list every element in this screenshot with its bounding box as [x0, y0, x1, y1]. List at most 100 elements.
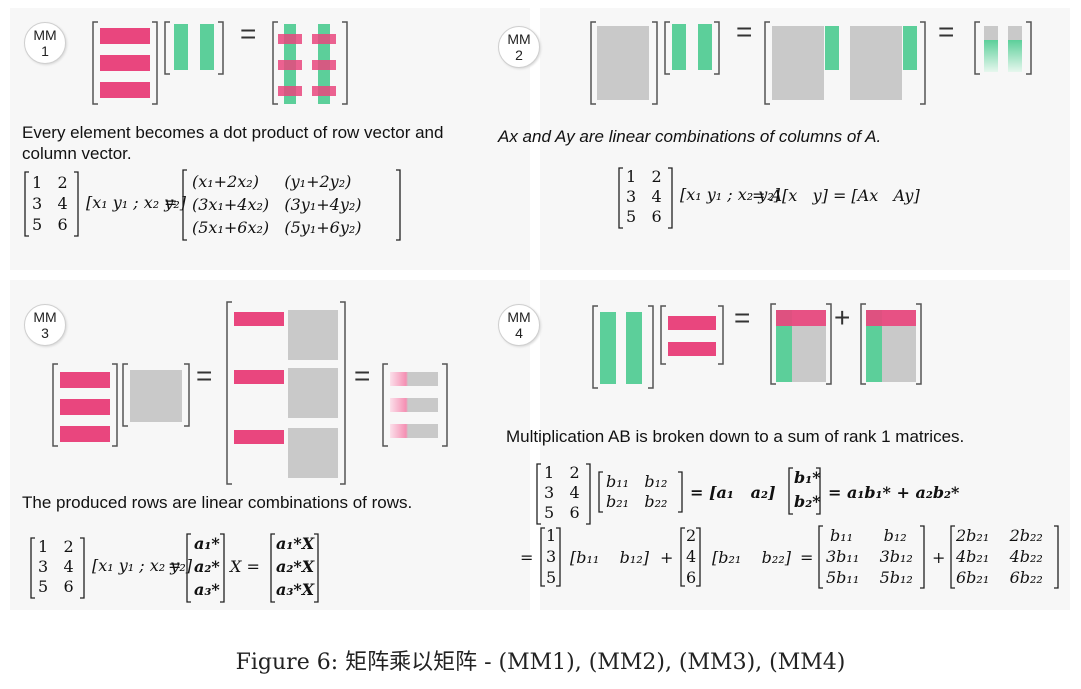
mm4-eq-b-row-1: b₁₁ b₁₂	[606, 472, 668, 491]
mm1-eq-a-row-2: 3 4	[32, 194, 68, 213]
badge-mm1-label: MM	[33, 27, 57, 43]
badge-mm2-number: 2	[515, 47, 523, 63]
mm3-eq-astarx-3: a₃*X	[276, 580, 315, 599]
mm2-col-x	[672, 24, 686, 70]
mm3-caption: The produced rows are linear combination…	[22, 493, 413, 512]
mm1-dot-row-4	[312, 60, 336, 70]
mm3-row-bar-3	[60, 426, 110, 442]
mm4-eq-col1-2: 3	[546, 547, 557, 566]
mm3-eq-a-row-3: 5 6	[38, 577, 74, 596]
mm3-eq-equals-1: =	[168, 556, 182, 575]
mm2-result-col-1	[984, 26, 998, 72]
badge-mm3-number: 3	[41, 325, 49, 341]
figure-caption: Figure 6: 矩阵乘以矩阵 - (MM1), (MM2), (MM3), …	[235, 650, 846, 675]
mm1-eq-equals: =	[164, 193, 178, 212]
mm1-bracket-a	[92, 21, 158, 105]
mm4-eq-line1-a: = [a₁ a₂]	[690, 483, 776, 502]
mm4-eq-col1-1: 1	[546, 526, 557, 545]
mm2-ax-x	[825, 26, 839, 70]
badge-mm4: MM 4	[498, 304, 540, 346]
mm4-eq-sum2-2: 4b₂₁ 4b₂₂	[956, 547, 1043, 566]
mm4-eq-equals-2: =	[520, 548, 534, 567]
mm3-prod-x-1	[288, 310, 338, 360]
mm3-eq-astar-3: a₃*	[194, 580, 220, 599]
mm3-row-bar-2	[60, 399, 110, 415]
mm4-eq-sum1-3: 5b₁₁ 5b₁₂	[826, 568, 913, 587]
mm2-eq-a-row-1: 1 2	[626, 167, 662, 186]
mm4-eq-line1-end: = a₁b₁* + a₂b₂*	[828, 483, 960, 502]
mm4-rank1-a-row	[776, 310, 826, 326]
mm4-bracket-d	[860, 303, 922, 385]
panel-mm3	[10, 280, 530, 610]
mm4-eq-a-row-2: 3 4	[544, 483, 580, 502]
mm2-bracket-b	[664, 21, 720, 75]
mm3-prod-x-3	[288, 428, 338, 478]
mm4-eq-bracket-bstar	[788, 467, 821, 515]
mm4-caption: Multiplication AB is broken down to a su…	[506, 427, 965, 446]
mm3-bracket-b	[122, 363, 190, 427]
mm3-result-row-3	[390, 424, 438, 438]
mm4-bracket-c	[770, 303, 832, 385]
mm1-equals: =	[240, 18, 257, 49]
mm4-rank1-b-row	[866, 310, 916, 326]
mm4-bracket-a	[592, 305, 654, 389]
badge-mm2-label: MM	[507, 31, 531, 47]
mm1-dot-row-1	[278, 34, 302, 44]
mm4-bracket-b	[660, 305, 724, 365]
mm3-equals-2: =	[354, 360, 371, 391]
mm2-eq-rest: = A[x y] = [Ax Ay]	[752, 186, 920, 205]
mm1-row-bar-2	[100, 55, 150, 71]
mm3-row-bar-1	[60, 372, 110, 388]
mm4-row-1	[668, 316, 716, 330]
mm1-row-bar-1	[100, 28, 150, 44]
badge-mm4-number: 4	[515, 325, 523, 341]
mm3-prod-row-2	[234, 370, 284, 384]
mm4-eq-bracket-sum2	[950, 525, 1059, 589]
mm3-prod-x-2	[288, 368, 338, 418]
mm1-eq-result-row-2: (3x₁+4x₂) (3y₁+4y₂)	[192, 195, 362, 214]
mm3-eq-astar-2: a₂*	[194, 557, 220, 576]
mm3-bracket-a	[52, 363, 118, 447]
mm3-eq-bracket-astarx	[270, 533, 319, 603]
mm1-col-bar-2	[200, 24, 214, 70]
mm3-eq-astar-1: a₁*	[194, 534, 220, 553]
mm4-col-2	[626, 312, 642, 384]
mm2-equals-1: =	[736, 16, 753, 47]
mm2-eq-a-row-3: 5 6	[626, 207, 662, 226]
mm3-bracket-c	[226, 301, 346, 485]
mm4-eq-row1: [b₁₁ b₁₂]	[570, 548, 649, 567]
mm1-eq-x-matrix: [x₁ y₁ ; x₂ y₂]	[86, 193, 186, 212]
mm4-equals-1: =	[734, 302, 751, 333]
mm3-result-row-2	[390, 398, 438, 412]
mm2-caption: Ax and Ay are linear combinations of col…	[498, 127, 882, 146]
mm3-eq-a-row-2: 3 4	[38, 557, 74, 576]
mm1-col-bar-1	[174, 24, 188, 70]
mm2-eq-bracket-a	[618, 167, 673, 229]
mm3-eq-bracket-astar	[186, 533, 225, 603]
mm4-eq-plus-2: +	[932, 548, 946, 567]
mm2-ax-a	[772, 26, 824, 100]
mm2-eq-x-matrix: [x₁ y₁ ; x₂ y₂]	[680, 185, 780, 204]
mm4-eq-sum1-1: b₁₁ b₁₂	[830, 526, 907, 545]
mm1-eq-a-row-3: 5 6	[32, 215, 68, 234]
mm1-caption: Every element becomes a dot product of r…	[22, 123, 444, 163]
badge-mm3: MM 3	[24, 304, 66, 346]
mm2-ay-y	[903, 26, 917, 70]
mm2-bracket-d	[974, 21, 1032, 75]
mm4-eq-bracket-sum1	[818, 525, 925, 589]
mm3-eq-x-matrix: [x₁ y₁ ; x₂ y₂]	[92, 556, 192, 575]
panel-mm1	[10, 8, 530, 270]
mm1-eq-bracket-a	[24, 171, 79, 237]
mm4-eq-bracket-col2	[680, 527, 701, 587]
mm4-eq-bracket-b	[598, 471, 683, 513]
mm4-eq-bstar-2: b₂*	[794, 492, 821, 511]
mm1-bracket-c	[272, 21, 348, 105]
mm4-eq-col2-3: 6	[686, 568, 697, 587]
mm4-rank1-a-col	[776, 310, 792, 382]
mm1-dot-row-3	[278, 60, 302, 70]
mm4-eq-sum1-2: 3b₁₁ 3b₁₂	[826, 547, 913, 566]
mm2-eq-a-row-2: 3 4	[626, 187, 662, 206]
mm4-eq-sum2-3: 6b₂₁ 6b₂₂	[956, 568, 1043, 587]
badge-mm2: MM 2	[498, 26, 540, 68]
mm3-eq-bracket-a	[30, 537, 85, 599]
